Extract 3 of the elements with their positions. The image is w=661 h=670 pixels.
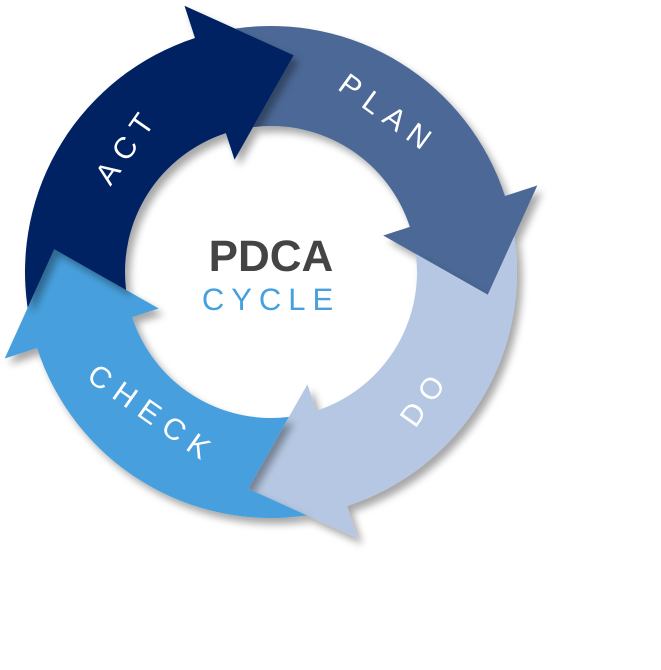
stage-label: DO [396, 364, 456, 432]
center-subtitle: CYCLE [200, 282, 342, 318]
center-title: PDCA [208, 232, 334, 282]
